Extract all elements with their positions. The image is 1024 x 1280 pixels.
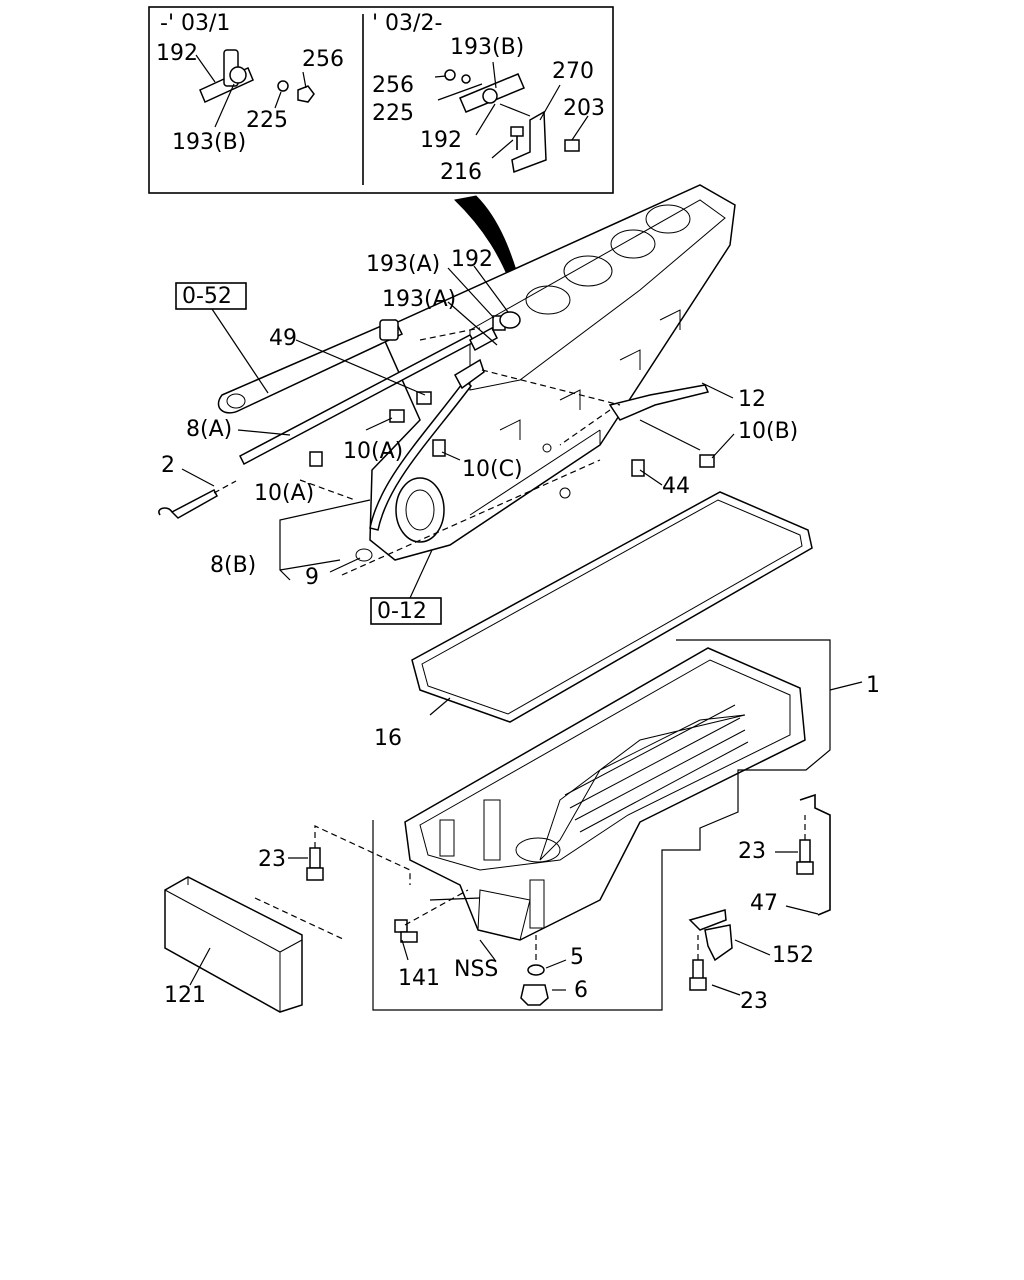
label-23-3: 23 <box>740 989 768 1014</box>
label-inset-256-left: 256 <box>302 47 344 72</box>
label-inset-203: 203 <box>563 96 605 121</box>
label-2: 2 <box>161 453 175 478</box>
label-47: 47 <box>750 891 778 916</box>
ref-box-0-52 <box>175 282 247 310</box>
label-10a-2: 10(A) <box>254 481 314 506</box>
part-121-block <box>164 876 346 1013</box>
label-nss: NSS <box>454 957 498 982</box>
label-5: 5 <box>570 945 584 970</box>
oil-pan-hardware <box>288 793 831 1006</box>
label-8b: 8(B) <box>210 553 256 578</box>
label-inset-193b-right: 193(B) <box>450 35 524 60</box>
engine-block <box>369 184 736 561</box>
label-10c: 10(C) <box>462 457 523 482</box>
inset-box: -' 03/1 ' 03/2- 192 256 225 193(B) <box>148 6 614 194</box>
label-9: 9 <box>305 565 319 590</box>
label-193a-2: 193(A) <box>382 287 456 312</box>
oil-filler-pipe <box>217 319 404 414</box>
engine-leaders <box>181 265 735 599</box>
label-49: 49 <box>269 326 297 351</box>
label-141: 141 <box>398 966 440 991</box>
oil-pan-outline-box <box>372 639 831 1011</box>
oil-pan <box>404 647 806 941</box>
label-121: 121 <box>164 983 206 1008</box>
label-10b: 10(B) <box>738 419 798 444</box>
ref-box-0-12 <box>370 597 442 625</box>
oil-pan-gasket <box>411 491 813 723</box>
label-inset-192-left: 192 <box>156 41 198 66</box>
label-6: 6 <box>574 978 588 1003</box>
label-inset-270: 270 <box>552 59 594 84</box>
label-12: 12 <box>738 387 766 412</box>
label-inset-256-right: 256 <box>372 73 414 98</box>
label-10a-1: 10(A) <box>343 439 403 464</box>
dipstick-guide <box>158 311 715 562</box>
inset-right-header: ' 03/2- <box>372 11 442 36</box>
ref-0-12-label: 0-12 <box>377 599 427 624</box>
label-152: 152 <box>772 943 814 968</box>
label-23-2: 23 <box>738 839 766 864</box>
label-1: 1 <box>866 673 880 698</box>
label-inset-216: 216 <box>440 160 482 185</box>
inset-left-pipe <box>195 49 315 128</box>
label-192: 192 <box>451 247 493 272</box>
label-44: 44 <box>662 474 690 499</box>
ref-0-52-label: 0-52 <box>182 284 232 309</box>
inset-right-pipe <box>434 61 589 174</box>
label-inset-225-right: 225 <box>372 101 414 126</box>
label-193a-1: 193(A) <box>366 252 440 277</box>
label-23-1: 23 <box>258 847 286 872</box>
label-16: 16 <box>374 726 402 751</box>
inset-left-header: -' 03/1 <box>160 11 230 36</box>
label-inset-192-right: 192 <box>420 128 462 153</box>
label-8a: 8(A) <box>186 417 232 442</box>
label-inset-193b-left: 193(B) <box>172 130 246 155</box>
label-inset-225-left: 225 <box>246 108 288 133</box>
